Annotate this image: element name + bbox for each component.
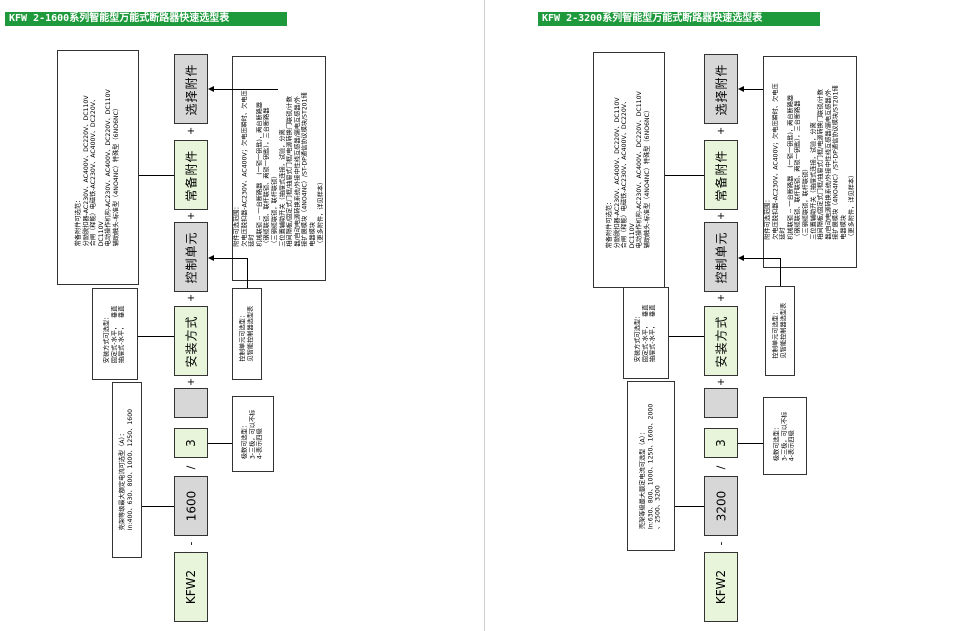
right-note-optional-attachments: 附件可选范围： 欠电压脱扣器-AC230V、AC400V；欠电压瞬时、欠电压 延… xyxy=(763,56,857,268)
left-connector-plus: + xyxy=(186,293,196,304)
left-link-common xyxy=(139,175,174,176)
left-link-control-h xyxy=(214,258,248,259)
right-connector-plus: + xyxy=(716,126,726,137)
right-link-control-h xyxy=(744,258,781,259)
right-note-rated-current: 壳架等级最大额定电流可选型（A）： In:630、800、1000、1250、1… xyxy=(627,381,675,551)
right-title: KFW 2-3200系列智能型万能式断路器快速选型表 xyxy=(538,12,820,26)
left-link-optional-h xyxy=(214,89,278,90)
left-block-control-unit: 控制单元 xyxy=(174,222,208,292)
left-connector-slash: / xyxy=(184,465,198,469)
left-block-installation: 安装方式 xyxy=(174,306,208,376)
left-arrow-optional xyxy=(208,86,214,92)
right-connector-dash: - xyxy=(714,541,728,545)
page-divider xyxy=(484,0,485,631)
left-connector-plus: + xyxy=(186,377,196,388)
right-note-common-attachments: 常备附件可选范： 分励脱扣器-AC230V、AC400V、DC220V、DC11… xyxy=(593,52,665,288)
right-link-common xyxy=(665,175,704,176)
right-block-control-unit: 控制单元 xyxy=(704,222,738,292)
left-arrow-control xyxy=(208,255,214,261)
left-title: KFW 2-1600系列智能型万能式断路器快速选型表 xyxy=(5,12,287,26)
left-block-select-attachment: 选择附件 xyxy=(174,54,208,124)
left-connector-plus: + xyxy=(186,211,196,222)
left-block-rated-current: 1600 xyxy=(174,476,208,536)
right-block-rated-current: 3200 xyxy=(704,476,738,536)
right-selection-table: KFW 2-3200系列智能型万能式断路器快速选型表 选择附件 + 常备附件 +… xyxy=(485,0,969,631)
left-link-poles xyxy=(208,443,232,444)
right-link-install xyxy=(669,336,704,337)
right-connector-plus: + xyxy=(716,377,726,388)
right-link-optional xyxy=(744,89,763,90)
left-link-control-v xyxy=(247,258,248,288)
left-note-poles: 极数可选型： 3-三极，可以不标 4-表示四级 xyxy=(232,396,274,472)
right-note-control-unit: 控制单元可选型： 见智能控制器选型表 xyxy=(765,286,795,376)
right-link-poles xyxy=(738,443,763,444)
right-block-installation: 安装方式 xyxy=(704,306,738,376)
right-block-poles: 3 xyxy=(704,428,738,458)
right-connector-slash: / xyxy=(714,465,728,469)
right-note-installation: 安装方式可选型： 固定式-水平， 垂直 抽屉式-水平， 垂直 xyxy=(623,287,669,379)
right-block-model: KFW2 xyxy=(704,552,738,622)
right-link-control-v xyxy=(780,258,781,286)
left-note-installation: 安装方式可选型： 固定式-水平， 垂直 抽屉式-水平， 垂直 xyxy=(92,288,138,380)
left-block-model: KFW2 xyxy=(174,552,208,622)
left-note-common-attachments: 常备附件可选范： 分励脱扣器-AC230V、AC400V、DC220V、DC11… xyxy=(57,50,139,285)
left-selection-table: KFW 2-1600系列智能型万能式断路器快速选型表 选择附件 + 常备附件 +… xyxy=(0,0,484,631)
left-note-rated-current: 壳架等级最大额定电流可选型（A）： In:400、630、800、1000、12… xyxy=(112,382,142,558)
left-link-install xyxy=(138,336,174,337)
left-block-blank xyxy=(174,388,208,418)
left-note-optional-attachments: 附件可选范围： 欠电压脱扣器-AC230V、AC400V；欠电压瞬时、欠电压 延… xyxy=(232,56,326,281)
left-note-control-unit: 控制单元可选型： 见智能控制器选型表 xyxy=(232,288,262,380)
left-link-rated xyxy=(142,506,174,507)
left-connector-dash: - xyxy=(184,541,198,545)
left-connector-plus: + xyxy=(186,126,196,137)
right-block-blank xyxy=(704,388,738,418)
right-block-select-attachment: 选择附件 xyxy=(704,54,738,124)
right-block-common-attachment: 常备附件 xyxy=(704,140,738,210)
right-arrow-optional xyxy=(738,86,744,92)
left-block-common-attachment: 常备附件 xyxy=(174,140,208,210)
right-connector-plus: + xyxy=(716,211,726,222)
left-block-poles: 3 xyxy=(174,428,208,458)
right-connector-plus: + xyxy=(716,293,726,304)
right-arrow-control xyxy=(738,255,744,261)
right-note-poles: 极数可选型： 3-三极，可以不标 4-表示四级 xyxy=(763,397,807,475)
right-link-rated xyxy=(675,506,704,507)
